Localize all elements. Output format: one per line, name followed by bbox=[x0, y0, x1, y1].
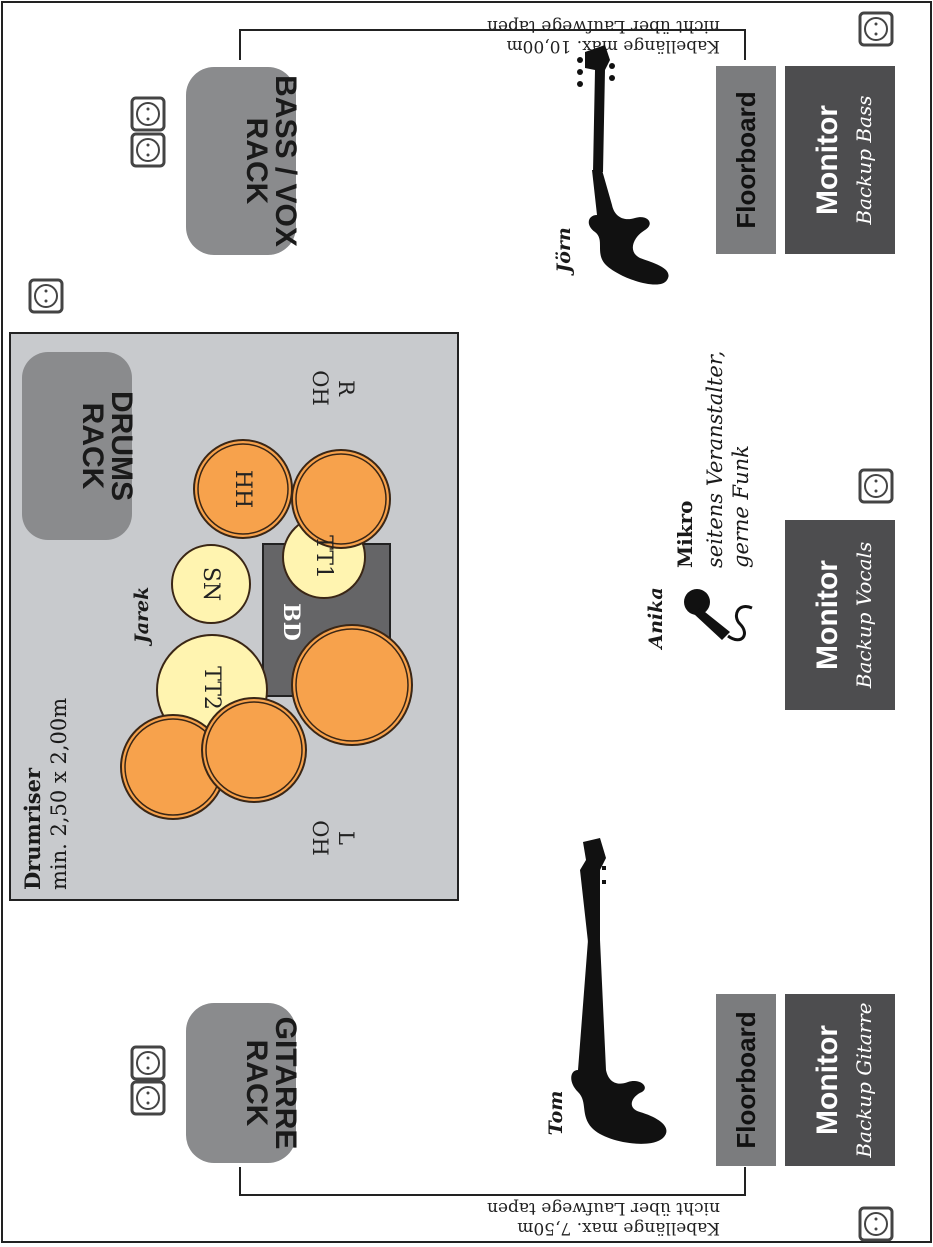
name-jarek: Jarek bbox=[131, 587, 153, 647]
monitor-vocals bbox=[785, 520, 895, 710]
cable-run-left bbox=[239, 1167, 746, 1196]
splash-cymbal bbox=[291, 449, 391, 549]
cable-run-right bbox=[239, 29, 746, 60]
tt1-label: TT1 bbox=[311, 535, 336, 579]
socket-icon bbox=[130, 1080, 166, 1116]
cable-right-line1: Kabellänge max. 10,00m bbox=[506, 36, 720, 56]
monitor-bass-sub: Backup Bass bbox=[852, 95, 876, 225]
ride-cymbal bbox=[201, 697, 307, 803]
cable-left-line1: Kabellänge max. 7,50m bbox=[517, 1218, 720, 1238]
monitor-gitarre bbox=[785, 994, 895, 1166]
cable-right-line2: nicht über Laufwege tapen bbox=[487, 16, 720, 36]
mic-line2: gerne Funk bbox=[729, 445, 753, 568]
monitor-bass-title: Monitor bbox=[811, 105, 844, 215]
floorboard-tom-label: Floorboard bbox=[731, 1011, 761, 1148]
oh-l-line1: OH bbox=[308, 820, 332, 856]
monitor-bass bbox=[785, 66, 895, 254]
guitar-tom-icon bbox=[571, 838, 667, 1144]
rack-drums bbox=[22, 352, 132, 540]
bd-label: BD bbox=[278, 603, 304, 641]
big-cymbal bbox=[291, 624, 413, 746]
monitor-vocals-title: Monitor bbox=[811, 560, 844, 670]
hihat bbox=[193, 439, 293, 539]
mic-line1: seitens Veranstalter, bbox=[703, 351, 727, 568]
rack-bass-vox bbox=[186, 67, 296, 255]
rack-gitarre-line1: RACK bbox=[240, 1040, 273, 1127]
socket-icon bbox=[28, 278, 64, 314]
tt2-label: TT2 bbox=[199, 666, 224, 710]
floorboard-joern bbox=[716, 66, 776, 254]
socket-icon bbox=[858, 468, 894, 504]
rack-gitarre-line2: GITARRE bbox=[269, 1017, 302, 1150]
name-tom: Tom bbox=[545, 1091, 567, 1136]
hh-label: HH bbox=[230, 470, 255, 508]
drumriser-title: Drumriser bbox=[20, 767, 45, 890]
name-joern: Jörn bbox=[553, 227, 575, 276]
socket-icon bbox=[130, 96, 166, 132]
socket-icon bbox=[858, 11, 894, 47]
floorboard-tom bbox=[716, 994, 776, 1166]
rack-gitarre bbox=[186, 1003, 296, 1163]
socket-icon bbox=[858, 1206, 894, 1242]
floorboard-joern-label: Floorboard bbox=[731, 91, 761, 228]
oh-r-line2: R bbox=[334, 380, 358, 397]
socket-icon bbox=[130, 132, 166, 168]
sn-label: SN bbox=[198, 567, 223, 601]
monitor-vocals-sub: Backup Vocals bbox=[852, 542, 876, 689]
drumriser-size: min. 2,50 x 2,00m bbox=[47, 698, 71, 890]
mic-title: Mikro bbox=[673, 501, 697, 568]
socket-icon bbox=[130, 1045, 166, 1081]
snare bbox=[171, 544, 251, 624]
name-anika: Anika bbox=[645, 587, 667, 650]
microphone-icon bbox=[684, 589, 753, 642]
monitor-gitarre-title: Monitor bbox=[811, 1025, 844, 1135]
monitor-gitarre-sub: Backup Gitarre bbox=[852, 1002, 876, 1158]
oh-l-line2: L bbox=[334, 831, 358, 845]
oh-r-line1: OH bbox=[308, 370, 332, 406]
rack-bass-line1: RACK bbox=[240, 118, 273, 205]
rack-drums-line2: DRUMS bbox=[105, 391, 138, 501]
rack-drums-line1: RACK bbox=[76, 403, 109, 490]
bass-joern-icon bbox=[577, 45, 669, 285]
cable-left-line2: nicht über Laufwege tapen bbox=[487, 1198, 720, 1218]
rack-bass-line2: BASS / VOX bbox=[269, 75, 302, 247]
